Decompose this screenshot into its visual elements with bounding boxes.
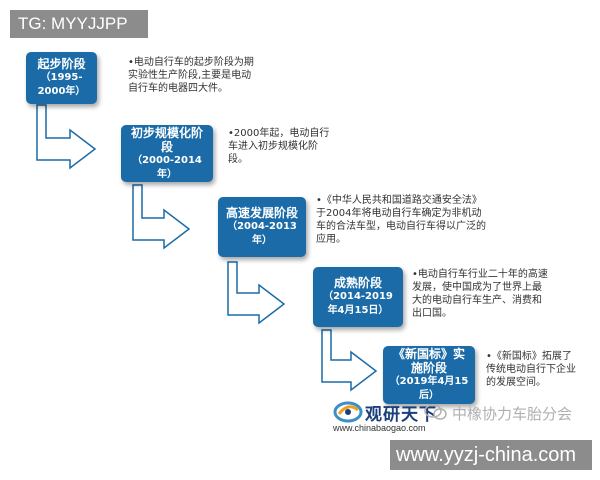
stage-description: •电动自行车行业二十年的高速发展，使中国成为了世界上最大的电动自行车生产、消费和… <box>412 269 548 319</box>
stage-description: •《新国标》拓展了传统电动自行下企业的发展空间。 <box>486 351 576 388</box>
bent-arrow-1 <box>36 104 97 170</box>
stage-box-startup: 起步阶段 （1995-2000年） <box>26 52 97 104</box>
bent-arrow-2 <box>132 184 191 250</box>
stage-period: （2019年4月15后） <box>389 376 469 401</box>
bent-arrow-3 <box>227 261 286 325</box>
stage-box-new-national-standard: 《新国标》实施阶段 （2019年4月15后） <box>383 346 475 404</box>
stage-period: （2014-2019年4月15日） <box>323 291 393 316</box>
swirl-logo-icon <box>333 401 363 423</box>
stage-box-rapid-growth: 高速发展阶段 （2004-2013年） <box>218 197 306 257</box>
stage-description: •《中华人民共和国道路交通安全法》于2004年将电动自行车确定为非机动车的合法车… <box>316 195 486 245</box>
bent-arrow-4 <box>321 329 378 392</box>
stage-title: 起步阶段 <box>37 57 86 71</box>
watermark-wechat-text: 中橡协力车胎分会 <box>452 405 573 423</box>
wechat-icon <box>424 404 447 420</box>
stage-description: •2000年起，电动自行车进入初步规模化阶段。 <box>228 128 330 165</box>
stage-period: （2004-2013年） <box>227 221 297 246</box>
logo-url: www.chinabaogao.com <box>333 423 426 433</box>
stage-period: （1995-2000年） <box>37 72 86 97</box>
top-tag-label: TG: MYYJJPP <box>10 10 148 38</box>
stage-description: •电动自行车的起步阶段为期实验性生产阶段,主要是电动自行车的电器四大件。 <box>128 57 254 94</box>
stage-title: 初步规模化阶段 <box>130 125 203 154</box>
company-logo: 观研天下 www.chinabaogao.com <box>333 398 453 440</box>
stage-period: （2000-2014年） <box>132 154 202 180</box>
stage-box-initial-scale: 初步规模化阶段 （2000-2014年） <box>121 125 213 182</box>
logo-brand-text: 观研天下 <box>365 405 437 425</box>
stage-title: 《新国标》实施阶段 <box>392 347 465 375</box>
stage-title: 高速发展阶段 <box>225 206 298 220</box>
watermark-site-label: www.yyzj-china.com <box>390 440 592 470</box>
stage-title: 成熟阶段 <box>333 276 382 290</box>
stage-box-mature: 成熟阶段 （2014-2019年4月15日） <box>313 267 403 327</box>
